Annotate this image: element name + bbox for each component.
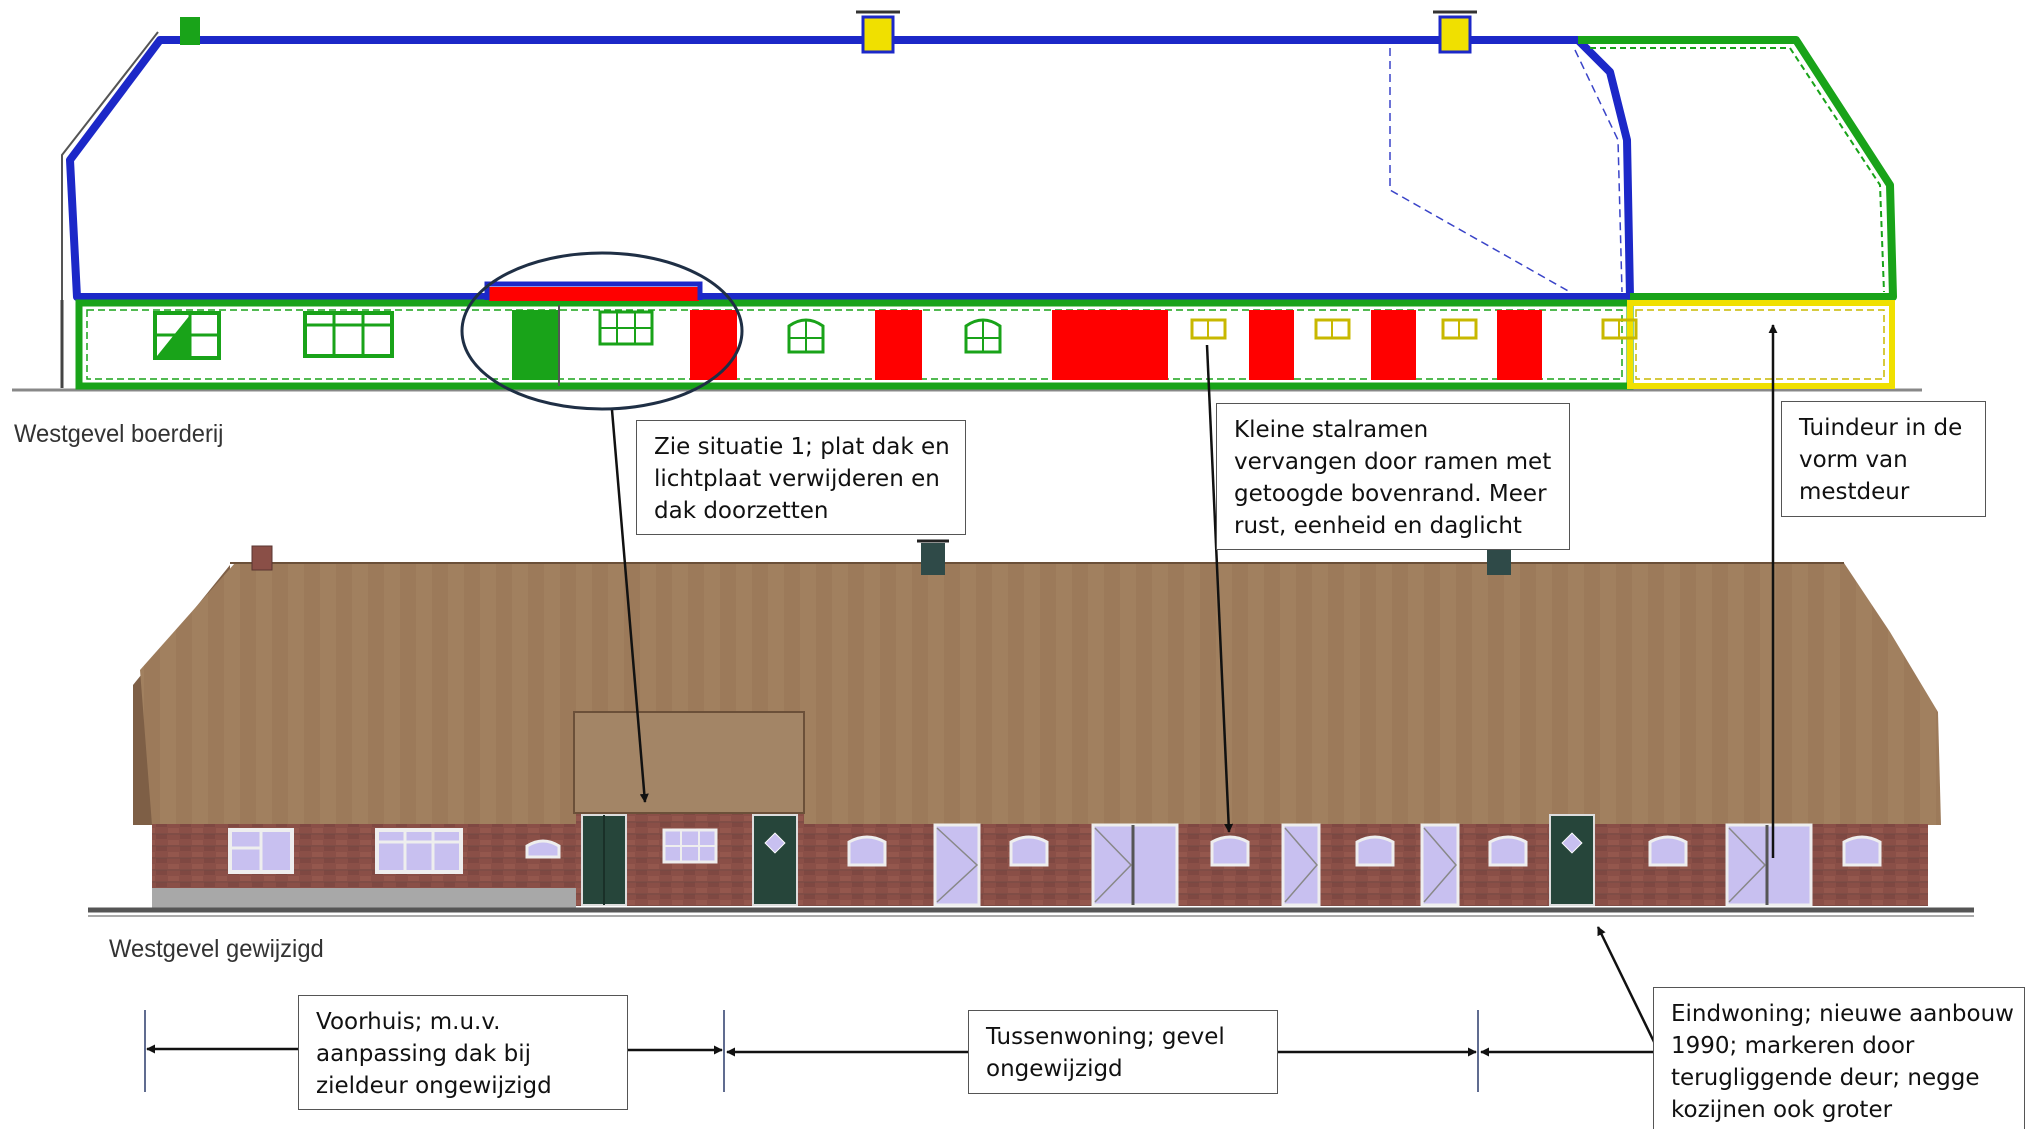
note-line: dak doorzetten	[654, 498, 829, 524]
caption-westgevel-boerderij: Westgevel boerderij	[14, 420, 224, 448]
brick-wall-left	[152, 824, 576, 888]
bottom-elevation	[88, 539, 1974, 917]
chimney-right	[1487, 545, 1511, 575]
note-line: Tussenwoning; gevel	[986, 1024, 1225, 1050]
top-openings	[153, 305, 1638, 386]
note-line: mestdeur	[1799, 479, 1910, 505]
roof-render	[140, 563, 1941, 825]
chimney-left	[251, 545, 273, 571]
note-tuindeur: Tuindeur in de vorm van mestdeur	[1781, 401, 1986, 517]
note-line: terugliggende deur; negge	[1671, 1065, 1980, 1091]
highlight-ellipse	[460, 251, 744, 411]
chimney-yellow-2	[1438, 15, 1472, 54]
extension-roof	[573, 711, 805, 814]
roof-extension-green	[1578, 36, 1897, 301]
plinth-grey	[152, 888, 576, 908]
note-line: getoogde bovenrand. Meer	[1234, 481, 1547, 507]
note-line: vervangen door ramen met	[1234, 449, 1552, 475]
note-eindwoning: Eindwoning; nieuwe aanbouw 1990; markere…	[1653, 987, 2025, 1129]
note-line: aanpassing dak bij	[316, 1041, 532, 1067]
top-elevation	[12, 10, 1922, 411]
note-stalramen: Kleine stalramen vervangen door ramen me…	[1216, 403, 1570, 550]
chimney-yellow-1	[861, 15, 895, 54]
note-line: Voorhuis; m.u.v.	[316, 1009, 501, 1035]
wall-outline-yellow	[1627, 300, 1895, 389]
arrow-stalramen	[1205, 344, 1234, 833]
note-voorhuis: Voorhuis; m.u.v. aanpassing dak bij ziel…	[298, 995, 628, 1110]
note-situatie: Zie situatie 1; plat dak en lichtplaat v…	[636, 420, 966, 535]
note-line: kozijnen ook groter	[1671, 1097, 1893, 1123]
note-tussenwoning: Tussenwoning; gevel ongewijzigd	[968, 1010, 1278, 1094]
note-line: rust, eenheid en daglicht	[1234, 513, 1522, 539]
note-line: Eindwoning; nieuwe aanbouw	[1671, 1001, 2014, 1027]
roof-outline-blue	[66, 36, 1634, 301]
note-line: ongewijzigd	[986, 1056, 1123, 1082]
note-line: Zie situatie 1; plat dak en	[654, 434, 950, 460]
arrow-eindwoning	[1596, 926, 1659, 1049]
chimney-green	[180, 17, 200, 45]
arrows	[144, 324, 1778, 1092]
flat-roof-red	[489, 287, 699, 301]
bottom-openings	[228, 814, 1882, 907]
note-line: zieldeur ongewijzigd	[316, 1073, 552, 1099]
caption-westgevel-gewijzigd: Westgevel gewijzigd	[109, 935, 324, 963]
note-line: Tuindeur in de	[1799, 415, 1963, 441]
note-line: 1990; markeren door	[1671, 1033, 1915, 1059]
arrow-situatie	[610, 409, 649, 803]
note-line: vorm van	[1799, 447, 1908, 473]
note-line: lichtplaat verwijderen en	[654, 466, 940, 492]
chimney-mid	[921, 543, 945, 575]
note-line: Kleine stalramen	[1234, 417, 1429, 443]
